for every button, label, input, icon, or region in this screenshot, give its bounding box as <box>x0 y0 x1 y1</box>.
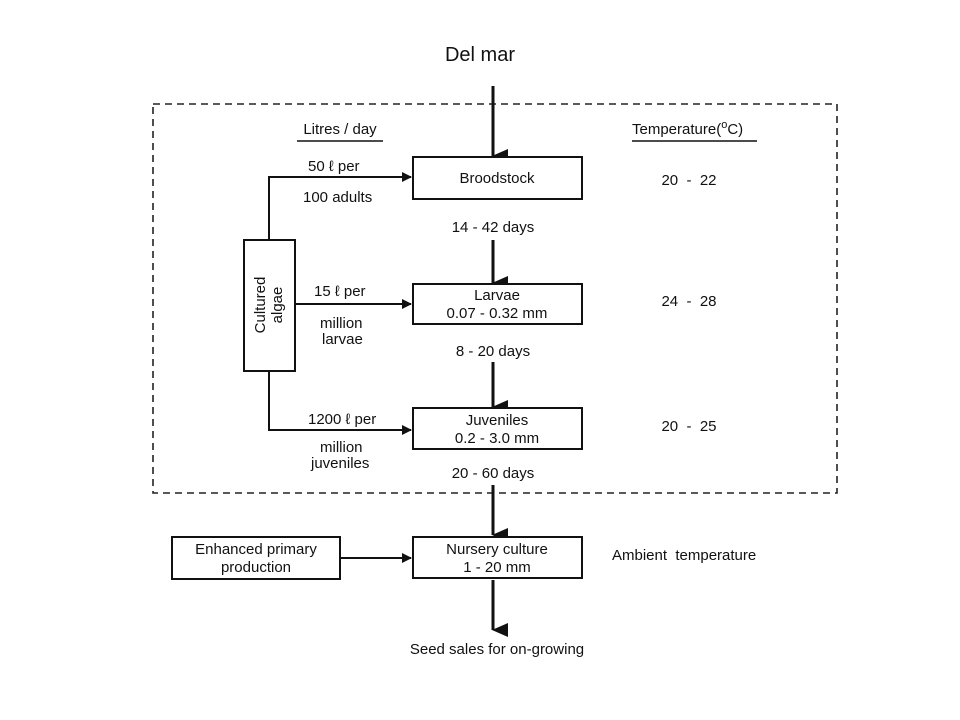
temp-broodstock: 20 - 22 <box>661 172 716 189</box>
feed-juveniles-line2: million <box>320 439 363 456</box>
cultured-algae-box <box>243 239 296 372</box>
larvae-box <box>412 283 583 325</box>
enhanced-production-label-1: Enhanced primary <box>195 541 317 558</box>
temperature-header: Temperature(oC) <box>632 119 743 138</box>
enhanced-production-label-2: production <box>221 559 291 576</box>
juveniles-box <box>412 407 583 450</box>
juveniles-size-label: 0.2 - 3.0 mm <box>455 430 539 447</box>
juveniles-label: Juveniles <box>466 412 529 429</box>
hatchery-boundary <box>152 103 838 494</box>
broodstock-label: Broodstock <box>459 170 535 187</box>
feed-larvae-line3: larvae <box>322 331 363 348</box>
cultured-algae-label-2: algae <box>269 287 286 324</box>
feed-line-juveniles <box>268 371 412 435</box>
feed-line-broodstock <box>268 172 412 240</box>
cultured-algae-label-1: Cultured <box>252 277 269 334</box>
feed-larvae-line1: 15 ℓ per <box>314 283 366 300</box>
temp-larvae: 24 - 28 <box>661 293 716 310</box>
nursery-size-label: 1 - 20 mm <box>463 559 531 576</box>
larvae-label: Larvae <box>474 287 520 304</box>
litres-per-day-header: Litres / day <box>303 121 377 138</box>
feed-juveniles-line3: juveniles <box>310 455 369 472</box>
feed-larvae-line2: million <box>320 315 363 332</box>
duration-larvae-juveniles: 8 - 20 days <box>456 343 530 360</box>
feed-broodstock-line1: 50 ℓ per <box>308 158 360 175</box>
enhanced-production-box <box>171 536 341 580</box>
nursery-label: Nursery culture <box>446 541 548 558</box>
feed-juveniles-line1: 1200 ℓ per <box>308 411 376 428</box>
duration-juveniles-nursery: 20 - 60 days <box>452 465 535 482</box>
feed-broodstock-line2: 100 adults <box>303 189 372 206</box>
larvae-size-label: 0.07 - 0.32 mm <box>447 305 548 322</box>
diagram-title: Del mar <box>444 44 515 66</box>
temp-juveniles: 20 - 25 <box>661 418 716 435</box>
broodstock-box <box>412 156 583 200</box>
duration-broodstock-larvae: 14 - 42 days <box>452 219 535 236</box>
temp-nursery: Ambient temperature <box>612 547 756 564</box>
nursery-box <box>412 536 583 579</box>
seed-sales-label: Seed sales for on-growing <box>410 641 584 658</box>
